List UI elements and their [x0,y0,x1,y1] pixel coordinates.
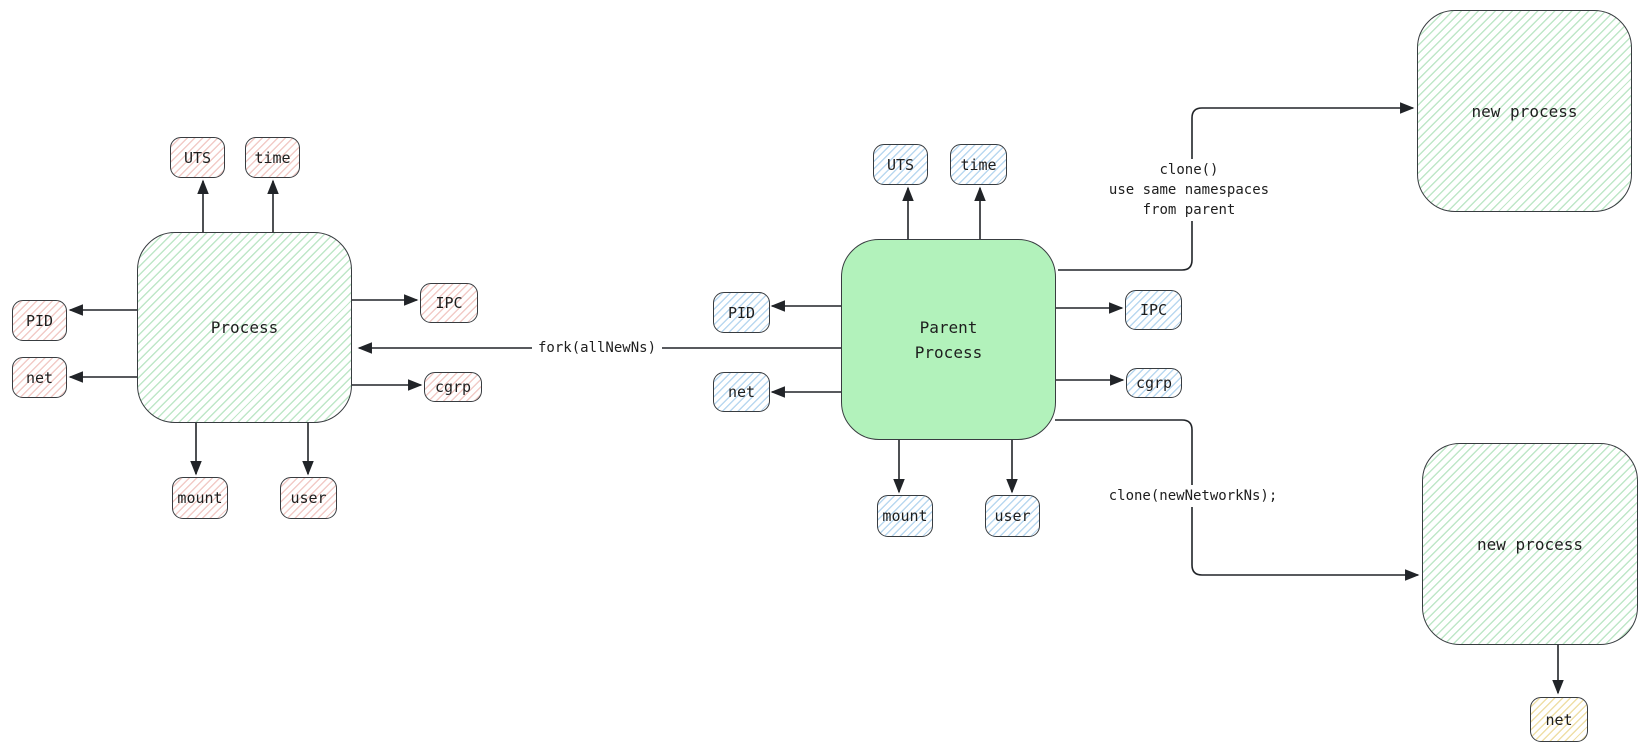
left-pill-ipc: IPC [420,283,478,323]
parent-pill-ipc-label: IPC [1139,301,1168,319]
left-pill-user-label: user [290,489,327,507]
parent-pill-cgrp-label: cgrp [1135,374,1173,392]
parent-pill-uts-label: UTS [886,155,915,174]
new-process-top-box: new process [1417,10,1632,212]
left-pill-mount-label: mount [177,489,223,507]
parent-process-box-label: Parent Process [914,317,983,362]
clone-bottom-arrow-label: clone(newNetworkNs); [1102,485,1284,507]
left-pill-mount: mount [172,477,228,519]
clone-top-arrow-label: clone() use same namespaces from parent [1102,159,1276,221]
left-pill-net: net [12,357,67,398]
newproc-pill-net-label: net [1545,710,1573,729]
left-pill-user: user [280,477,337,519]
parent-pill-user-label: user [994,507,1031,525]
left-pill-pid-label: PID [25,311,54,330]
left-pill-pid: PID [12,300,67,341]
parent-pill-net-label: net [727,383,756,401]
parent-pill-user: user [985,495,1040,537]
left-pill-time-label: time [254,148,291,167]
new-process-bottom-box: new process [1422,443,1638,645]
left-pill-cgrp: cgrp [424,372,482,402]
parent-pill-mount: mount [877,495,933,537]
parent-pill-ipc: IPC [1125,290,1182,330]
left-pill-uts: UTS [170,137,225,178]
parent-pill-mount-label: mount [882,507,928,525]
new-process-top-label: new process [1471,101,1578,121]
left-pill-net-label: net [25,368,54,387]
parent-pill-time-label: time [960,155,997,174]
left-pill-cgrp-label: cgrp [434,378,472,396]
parent-pill-cgrp: cgrp [1126,368,1182,398]
process-box: Process [137,232,352,423]
process-box-label: Process [210,318,279,337]
new-process-bottom-label: new process [1477,534,1583,554]
newproc-pill-net: net [1530,697,1588,742]
parent-pill-uts: UTS [873,144,928,185]
parent-process-box: Parent Process [841,239,1056,440]
parent-pill-pid: PID [713,292,770,333]
left-pill-time: time [245,137,300,178]
left-pill-ipc-label: IPC [435,294,463,312]
parent-pill-pid-label: PID [727,303,756,322]
left-pill-uts-label: UTS [183,148,212,167]
parent-pill-net: net [713,372,770,412]
fork-arrow-label: fork(allNewNs) [531,337,663,359]
parent-pill-time: time [950,144,1007,185]
